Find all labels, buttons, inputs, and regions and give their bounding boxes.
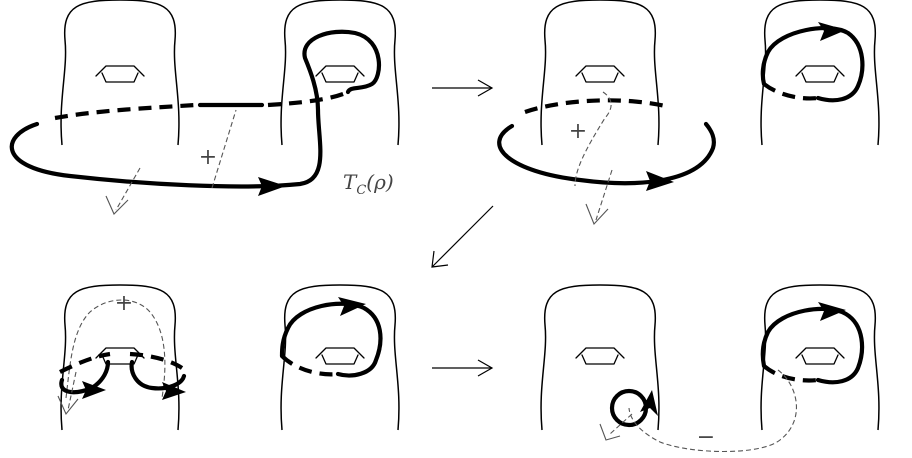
curve-back-segment bbox=[524, 98, 666, 114]
separating-curve bbox=[497, 121, 716, 186]
direction-arc bbox=[595, 169, 613, 221]
handle-hole-left bbox=[575, 65, 625, 83]
loop-curve bbox=[279, 301, 383, 378]
arrow-right-top bbox=[432, 79, 494, 97]
genus-handle-left bbox=[60, 0, 180, 146]
panel-top-left: + TC(ρ) bbox=[9, 0, 400, 215]
direction-arrowhead-down bbox=[599, 423, 621, 441]
direction-arc bbox=[67, 371, 77, 411]
genus-handle-left bbox=[540, 284, 660, 431]
transverse-arc bbox=[574, 91, 612, 187]
arrow-right-bottom bbox=[432, 359, 494, 377]
handle-hole-left bbox=[95, 65, 145, 83]
curve-back-right bbox=[129, 351, 184, 370]
transverse-arc bbox=[628, 369, 797, 453]
direction-arc bbox=[115, 167, 141, 211]
sign-plus: + bbox=[569, 119, 587, 144]
genus-handle-left bbox=[540, 0, 660, 146]
twisted-curve-T_C-rho bbox=[9, 29, 382, 189]
sign-plus: + bbox=[199, 145, 217, 170]
loop-curve bbox=[760, 306, 865, 385]
genus-handle-right bbox=[280, 0, 400, 146]
loop-direction-arrowhead bbox=[818, 302, 846, 321]
loop-back-segment bbox=[762, 82, 819, 101]
panel-top-right: + bbox=[497, 0, 880, 226]
direction-arrowhead-down bbox=[585, 203, 609, 226]
curve-arrowhead-right bbox=[162, 382, 186, 400]
sign-plus: + bbox=[115, 291, 133, 316]
direction-arc bbox=[609, 413, 633, 435]
curve-arrowhead-left bbox=[82, 381, 106, 399]
panel-bottom-right: − bbox=[540, 284, 880, 453]
handle-hole-right bbox=[315, 65, 365, 83]
handle-hole-right bbox=[315, 347, 365, 365]
loop-back-segment bbox=[280, 354, 339, 377]
loop-curve bbox=[760, 25, 865, 103]
circle-direction-arrowhead bbox=[640, 390, 658, 416]
handle-hole-left bbox=[575, 347, 625, 365]
transverse-arc bbox=[211, 109, 237, 189]
curve-direction-arrowhead bbox=[646, 171, 674, 191]
sign-minus: − bbox=[697, 425, 715, 450]
arrow-diagonal bbox=[431, 205, 494, 268]
genus-handle-right bbox=[280, 284, 400, 431]
curve-back-segment-2 bbox=[267, 90, 349, 108]
direction-arrowhead-down bbox=[105, 195, 129, 215]
loop-direction-arrowhead bbox=[818, 22, 846, 41]
loop-direction-arrowhead bbox=[338, 297, 366, 316]
curve-back-segment bbox=[54, 102, 196, 121]
curve-direction-arrowhead bbox=[258, 177, 286, 196]
curve-front-right bbox=[129, 359, 187, 391]
direction-arrowhead-down bbox=[57, 395, 79, 416]
loop-back-segment bbox=[762, 364, 819, 383]
handle-hole-right bbox=[795, 65, 845, 83]
panel-bottom-left: + bbox=[57, 284, 400, 431]
curve-back-left bbox=[59, 351, 111, 374]
handle-hole-right bbox=[795, 347, 845, 365]
map-label: TC(ρ) bbox=[343, 170, 394, 198]
